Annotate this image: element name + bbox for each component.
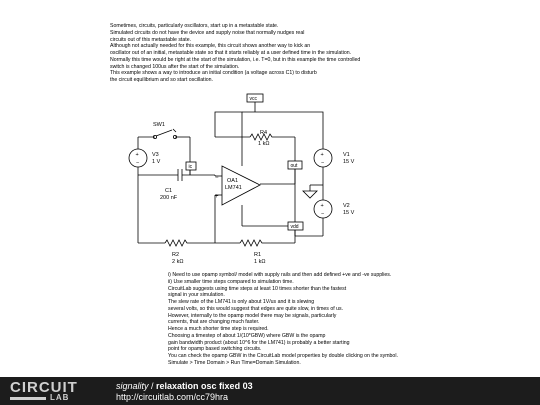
circuitlab-logo[interactable]: CIRCUIT LAB bbox=[10, 379, 78, 402]
v2-value: 15 V bbox=[343, 210, 355, 216]
svg-text:+: + bbox=[215, 194, 219, 200]
footer-url[interactable]: http://circuitlab.com/cc79hra bbox=[116, 392, 229, 402]
svg-text:−: − bbox=[321, 160, 324, 166]
footer-title: signality / relaxation osc fixed 03 bbox=[116, 381, 253, 391]
v3-name: V3 bbox=[152, 152, 159, 158]
description-top-line: circuits out of this metastable state. bbox=[110, 36, 192, 43]
description-bottom-line: The slew rate of the LM741 is only about… bbox=[168, 299, 315, 305]
description-bottom-line: point for opamp based switching circuits… bbox=[168, 346, 262, 353]
description-bottom-line: gain bandwidth product (about 10^6 for t… bbox=[168, 339, 350, 346]
description-bottom-line: several volts, so this would suggest tha… bbox=[168, 305, 344, 312]
description-bottom-line: currents, that are changing much faster. bbox=[168, 319, 260, 326]
description-top: Sometimes, circuits, particularly oscill… bbox=[110, 23, 360, 84]
v3-value: 1 V bbox=[152, 159, 161, 165]
svg-text:ic: ic bbox=[189, 164, 193, 170]
description-top-line: switch is changed 100us after the start … bbox=[110, 63, 240, 70]
resistor-r4[interactable] bbox=[249, 133, 274, 141]
v1-name: V1 bbox=[343, 152, 350, 158]
source-v3[interactable]: + − bbox=[128, 148, 148, 168]
schematic-canvas: Sometimes, circuits, particularly oscill… bbox=[110, 23, 398, 367]
r2-name: R2 bbox=[172, 252, 179, 258]
circuit-schematic: SW1 + − V3 1 V C1 200 nF − + OA1 LM741 R… bbox=[128, 93, 355, 265]
footer-user[interactable]: signality bbox=[116, 381, 149, 391]
svg-text:vcc: vcc bbox=[250, 96, 258, 102]
description-top-line: oscillator out of an initial, metastable… bbox=[110, 50, 352, 56]
svg-text:−: − bbox=[321, 211, 324, 217]
description-bottom-line: Hence a much shorter time step is requir… bbox=[168, 326, 269, 332]
r2-value: 2 kΩ bbox=[172, 259, 183, 265]
resistor-r1[interactable] bbox=[239, 239, 264, 247]
c1-name: C1 bbox=[165, 188, 172, 194]
description-bottom-line: CircuitLab suggests using time steps at … bbox=[168, 285, 347, 292]
opamp-oa1[interactable]: − + bbox=[215, 165, 261, 206]
footer-bar: CIRCUIT LAB signality / relaxation osc f… bbox=[0, 377, 540, 405]
svg-text:+: + bbox=[136, 152, 139, 158]
description-top-line: Normally this time would be right at the… bbox=[110, 56, 361, 63]
switch-sw1[interactable] bbox=[152, 128, 177, 139]
description-bottom-line: Simulate > Time Domain > Run Time=Domain… bbox=[168, 359, 301, 366]
description-top-line: This example shows a way to introduce an… bbox=[110, 70, 317, 77]
net-label-vcc[interactable]: vcc bbox=[246, 93, 264, 112]
description-bottom: i) Need to use opamp symbol/ model with … bbox=[168, 272, 398, 367]
r1-value: 1 kΩ bbox=[254, 259, 265, 265]
description-bottom-line: i) Need to use opamp symbol/ model with … bbox=[168, 272, 392, 278]
source-v2[interactable]: + − bbox=[313, 199, 333, 219]
r4-value: 1 kΩ bbox=[258, 141, 269, 147]
r4-name: R4 bbox=[260, 130, 267, 136]
description-bottom-line: However, internally to the opamp model t… bbox=[168, 312, 337, 319]
svg-text:−: − bbox=[215, 175, 219, 181]
source-v1[interactable]: + − bbox=[313, 148, 333, 168]
net-label-ic[interactable]: ic bbox=[185, 161, 197, 175]
description-bottom-line: signal in your simulation. bbox=[168, 292, 225, 299]
net-label-vdd[interactable]: vdd bbox=[287, 221, 304, 236]
net-label-out[interactable]: out bbox=[287, 160, 303, 184]
resistor-r2[interactable] bbox=[164, 239, 189, 247]
c1-value: 200 nF bbox=[160, 195, 178, 201]
r1-name: R1 bbox=[254, 252, 261, 258]
oa1-value: LM741 bbox=[225, 185, 242, 191]
description-bottom-line: You can check the opamp GBW in the Circu… bbox=[168, 353, 398, 359]
description-top-line: Sometimes, circuits, particularly oscill… bbox=[110, 23, 279, 29]
footer-separator: / bbox=[148, 381, 157, 391]
oa1-name: OA1 bbox=[227, 178, 238, 184]
ground-symbol bbox=[302, 190, 318, 199]
v1-value: 15 V bbox=[343, 159, 355, 165]
description-top-line: the circuit equilibrium and so start osc… bbox=[110, 77, 213, 83]
description-top-line: Simulated circuits do not have the devic… bbox=[110, 29, 305, 36]
description-top-line: Although not actually needed for this ex… bbox=[110, 43, 311, 50]
footer-project[interactable]: relaxation osc fixed 03 bbox=[156, 381, 253, 391]
svg-text:+: + bbox=[321, 152, 324, 158]
svg-text:out: out bbox=[291, 163, 299, 169]
svg-text:+: + bbox=[321, 203, 324, 209]
svg-text:−: − bbox=[136, 160, 139, 166]
sw1-label: SW1 bbox=[153, 122, 165, 128]
svg-text:vdd: vdd bbox=[291, 224, 299, 230]
description-bottom-line: ii) Use smaller time steps compared to s… bbox=[168, 278, 294, 285]
capacitor-c1[interactable] bbox=[177, 169, 183, 181]
description-bottom-line: Choosing a timestep of about 1/(10*GBW) … bbox=[168, 332, 326, 339]
v2-name: V2 bbox=[343, 203, 350, 209]
